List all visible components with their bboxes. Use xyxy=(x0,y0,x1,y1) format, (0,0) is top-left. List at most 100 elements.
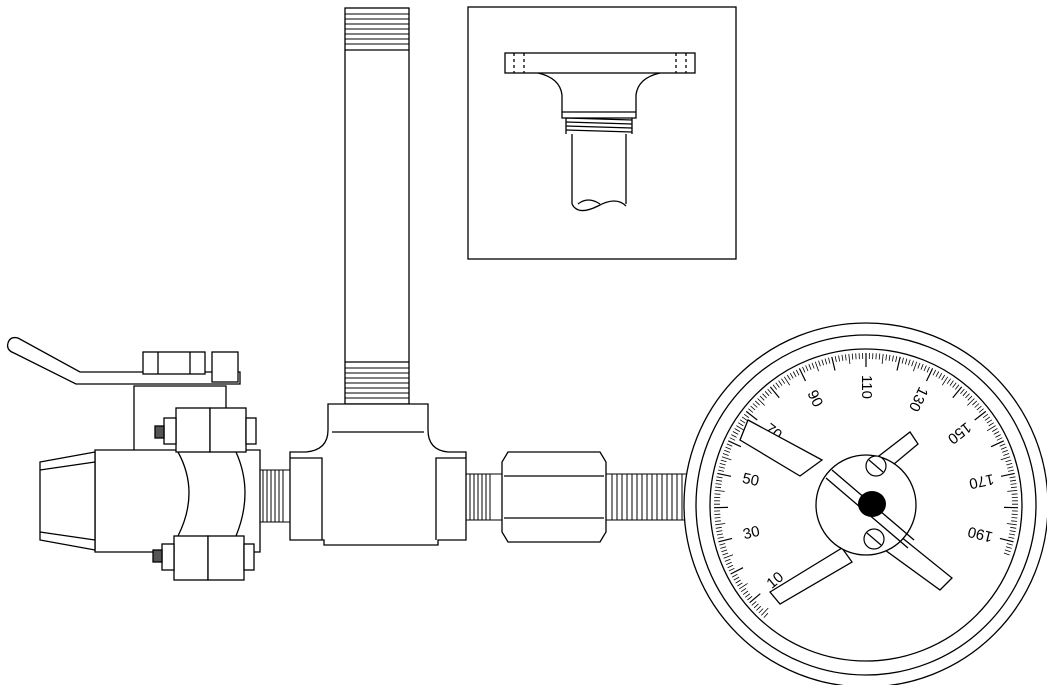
gauge-tick xyxy=(988,422,995,427)
gauge-tick xyxy=(990,440,1005,448)
gauge-tick xyxy=(821,359,824,366)
inset-stem xyxy=(571,134,627,212)
gauge-tick xyxy=(896,356,901,371)
gauge-tick xyxy=(986,419,993,424)
gauge-tick xyxy=(1007,490,1018,492)
gauge-tick xyxy=(719,543,726,546)
gauge-tick xyxy=(901,357,904,364)
handle-nut xyxy=(142,351,206,375)
gauge-tick xyxy=(740,587,747,593)
gauge-scale-label: 30 xyxy=(741,523,761,544)
gauge-tick xyxy=(818,360,821,367)
gauge-tick xyxy=(789,373,794,379)
gauge-tick xyxy=(723,554,734,559)
flange-bolts-lower xyxy=(152,535,255,581)
gauge-tick xyxy=(811,362,815,369)
left-nipple-thread xyxy=(260,469,291,523)
gauge-tick xyxy=(722,453,729,456)
gauge-tick xyxy=(724,449,730,453)
gauge-tick xyxy=(895,356,898,363)
gauge-tick xyxy=(726,561,732,565)
gauge-tick xyxy=(758,608,764,614)
gauge-tick xyxy=(754,400,760,406)
gauge-tick xyxy=(715,483,722,485)
gauge-tick xyxy=(1010,486,1017,489)
gauge-tick xyxy=(741,416,748,421)
gauge-tick xyxy=(967,395,973,401)
gauge-tick xyxy=(974,403,980,408)
right-nipple-thread xyxy=(466,473,508,521)
gauge-tick xyxy=(845,354,847,361)
gauge-tick xyxy=(925,368,934,382)
gauge-tick xyxy=(946,378,951,384)
gauge-rim xyxy=(695,334,1037,676)
gauge-tick xyxy=(795,369,800,376)
gauge-scale-label: 170 xyxy=(968,470,996,492)
gauge-tick xyxy=(716,533,723,536)
gauge-tick xyxy=(1003,453,1010,456)
gauge-tick xyxy=(763,612,769,618)
gauge-tick xyxy=(730,567,744,575)
dial-screw-bottom xyxy=(863,528,885,550)
gauge-tick xyxy=(725,446,732,450)
gauge-tick xyxy=(913,361,918,372)
gauge-tick xyxy=(717,472,732,477)
gauge-tick xyxy=(991,428,998,432)
gauge-tick xyxy=(778,380,783,386)
ball-valve xyxy=(6,336,261,581)
gauge-tick xyxy=(1006,543,1013,546)
gauge-tick xyxy=(716,476,723,479)
gauge-tick xyxy=(764,391,770,397)
inset-thread xyxy=(565,117,633,134)
gauge-tick xyxy=(738,583,748,590)
gauge-tick xyxy=(757,398,765,406)
gauge-tick xyxy=(737,422,744,427)
gauge-tick xyxy=(972,400,978,406)
gauge-tick xyxy=(851,353,854,360)
gauge-tick xyxy=(1010,526,1017,529)
gauge-tick xyxy=(814,361,819,372)
gauge-tick xyxy=(1003,552,1010,556)
gauge-tick xyxy=(949,380,954,386)
gauge-tick xyxy=(783,376,791,386)
gauge-tick xyxy=(786,374,791,381)
gauge-tick xyxy=(952,382,957,388)
gauge-tick xyxy=(1011,517,1018,519)
gauge-tick xyxy=(888,354,891,361)
gauge-tick xyxy=(1005,459,1012,463)
inset-detail xyxy=(467,6,737,260)
gauge-tick xyxy=(926,366,930,373)
gauge-tick xyxy=(824,358,828,365)
gauge-tick xyxy=(743,413,750,419)
gauge-tick xyxy=(732,431,739,435)
gauge-tick xyxy=(892,355,894,362)
gauge-tick xyxy=(714,517,721,519)
inset-frame xyxy=(467,6,737,260)
gauge-tick xyxy=(995,434,1001,438)
gauge-tick xyxy=(753,603,759,609)
gauge-tick xyxy=(831,356,836,371)
gauge-tick xyxy=(750,405,756,411)
gauge-tick xyxy=(720,546,727,549)
gauge-tick xyxy=(932,369,937,376)
gauge-tick xyxy=(935,371,940,377)
gauge-tick xyxy=(748,408,754,413)
gauge-tick xyxy=(733,576,740,581)
gauge-tick xyxy=(965,393,970,399)
gauge-tick xyxy=(938,373,943,379)
gauge-tick xyxy=(751,601,757,606)
gauge-scale-label: 50 xyxy=(741,470,761,490)
gauge-stem xyxy=(606,473,700,521)
gauge-tick xyxy=(911,360,914,367)
gauge-tick xyxy=(747,595,753,601)
gauge-tick xyxy=(759,395,765,401)
gauge-tick xyxy=(1011,520,1018,522)
gauge-tick xyxy=(718,466,725,469)
gauge-tick xyxy=(848,353,851,364)
gauge-tick xyxy=(742,590,749,595)
gauge-tick xyxy=(881,353,884,364)
gauge-tick xyxy=(1007,466,1014,469)
gauge-tick xyxy=(761,607,769,616)
bottom-thread xyxy=(345,367,409,399)
